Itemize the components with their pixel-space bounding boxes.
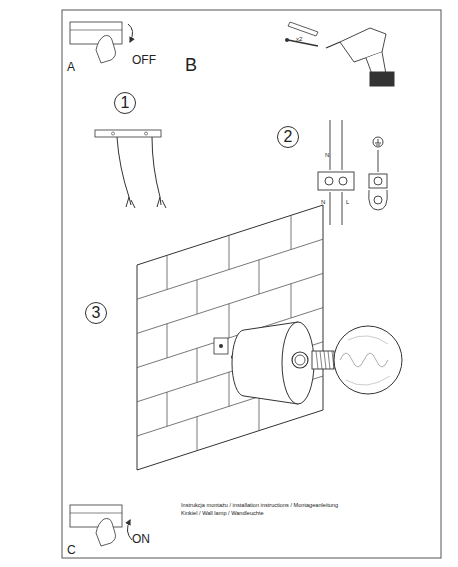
- power-drill: [370, 72, 394, 86]
- brick-joints: [167, 255, 168, 289]
- brick-joints: [167, 324, 168, 358]
- earth-terminal: [369, 137, 388, 210]
- earth-terminal: [375, 139, 381, 145]
- panel-text: x2: [296, 36, 302, 42]
- power-drill: [326, 28, 394, 86]
- mounting-plate: [214, 338, 228, 354]
- earth-terminal: [373, 137, 383, 147]
- callout-number: 1: [121, 95, 130, 111]
- terminal-block: [339, 177, 347, 185]
- wall-plugs-and-screws: [288, 40, 318, 46]
- terminal-block: [342, 120, 343, 170]
- wall-plugs-and-screws: [285, 38, 289, 42]
- brick-joints: [229, 235, 230, 269]
- brick-joints: [137, 215, 323, 451]
- panel-text: OFF: [132, 54, 156, 66]
- earth-terminal: [374, 196, 382, 204]
- panel-letter: B: [185, 56, 197, 74]
- brick-joints: [259, 397, 260, 431]
- brick-joints: [197, 280, 198, 314]
- hand: [96, 519, 116, 547]
- brick-joints: [137, 239, 323, 299]
- switch-arrow: [128, 24, 133, 42]
- brick-joints: [291, 215, 292, 249]
- terminal-strip: [70, 513, 122, 514]
- mounting-plate: [219, 344, 223, 348]
- step-panel: A OFF: [62, 10, 178, 75]
- panel-text: ON: [132, 533, 150, 545]
- power-drill: [366, 52, 386, 74]
- brick-joints: [229, 372, 230, 406]
- brick-joints: [167, 392, 168, 426]
- lamp-body: [282, 322, 314, 404]
- step-number: 3: [85, 302, 107, 324]
- bulb-base: [328, 351, 330, 369]
- wire-name: N: [321, 199, 325, 205]
- wire-name: N: [325, 152, 329, 158]
- callout-number: 2: [284, 129, 293, 145]
- terminal-strip: [70, 505, 122, 527]
- terminal-strip: [70, 22, 122, 44]
- caption-line: Kinkiel / Wall lamp / Wandleuchte: [181, 511, 264, 517]
- terminal-block: [325, 177, 333, 185]
- brick-joints: [197, 348, 198, 382]
- earth-terminal: [374, 177, 382, 185]
- bulb: [340, 353, 388, 367]
- sheet-frame: [62, 10, 441, 558]
- brick-wall: [137, 205, 323, 470]
- step-panel: x2: [280, 10, 441, 97]
- mounting-bracket: [112, 132, 115, 135]
- earth-terminal: [369, 190, 388, 210]
- terminal-strip: [70, 505, 122, 527]
- mounting-bracket: [145, 132, 148, 135]
- switch-arrow: [127, 520, 132, 540]
- wall-plugs-and-screws: [288, 22, 318, 36]
- brick-joints: [229, 304, 230, 338]
- bulb-base: [312, 351, 334, 369]
- bulb-base: [316, 351, 318, 369]
- brick-joints: [197, 417, 198, 451]
- mounting-bracket: [95, 130, 161, 137]
- supply-wires: [152, 137, 166, 208]
- lamp-body: [295, 355, 305, 365]
- step-number: 2: [277, 126, 299, 148]
- lamp-body: [232, 322, 314, 404]
- wire-name: L: [346, 199, 349, 205]
- wall-plugs-and-screws: [285, 22, 318, 46]
- bulb-base: [320, 351, 322, 369]
- step-panel: C ON: [62, 495, 178, 558]
- supply-wires: [117, 137, 166, 208]
- terminal-block: [342, 192, 343, 225]
- mounting-bracket: [95, 130, 161, 137]
- callout-number: 3: [92, 305, 101, 321]
- hand: [96, 36, 116, 64]
- caption-line: Instrukcja montażu / installation instru…: [181, 503, 338, 509]
- bulb-base: [316, 351, 334, 369]
- lamp-body: [292, 352, 308, 368]
- terminal-block: [330, 192, 331, 225]
- bulb-base: [312, 351, 334, 369]
- bulb: [334, 326, 402, 394]
- terminal-block: [330, 120, 331, 170]
- earth-terminal: [378, 150, 379, 172]
- bulb-base: [324, 351, 326, 369]
- terminal-strip: [70, 30, 122, 31]
- earth-terminal: [369, 174, 387, 188]
- panel-text: A: [67, 61, 75, 73]
- brick-joints: [259, 260, 260, 294]
- bulb: [334, 326, 402, 394]
- step-number: 1: [114, 92, 136, 114]
- power-drill: [326, 42, 340, 48]
- panel-text: C: [67, 544, 76, 556]
- terminal-block: [318, 172, 354, 190]
- brick-joints: [291, 284, 292, 318]
- supply-wires: [117, 137, 135, 208]
- bulb: [346, 336, 390, 385]
- terminal-strip: [70, 22, 122, 44]
